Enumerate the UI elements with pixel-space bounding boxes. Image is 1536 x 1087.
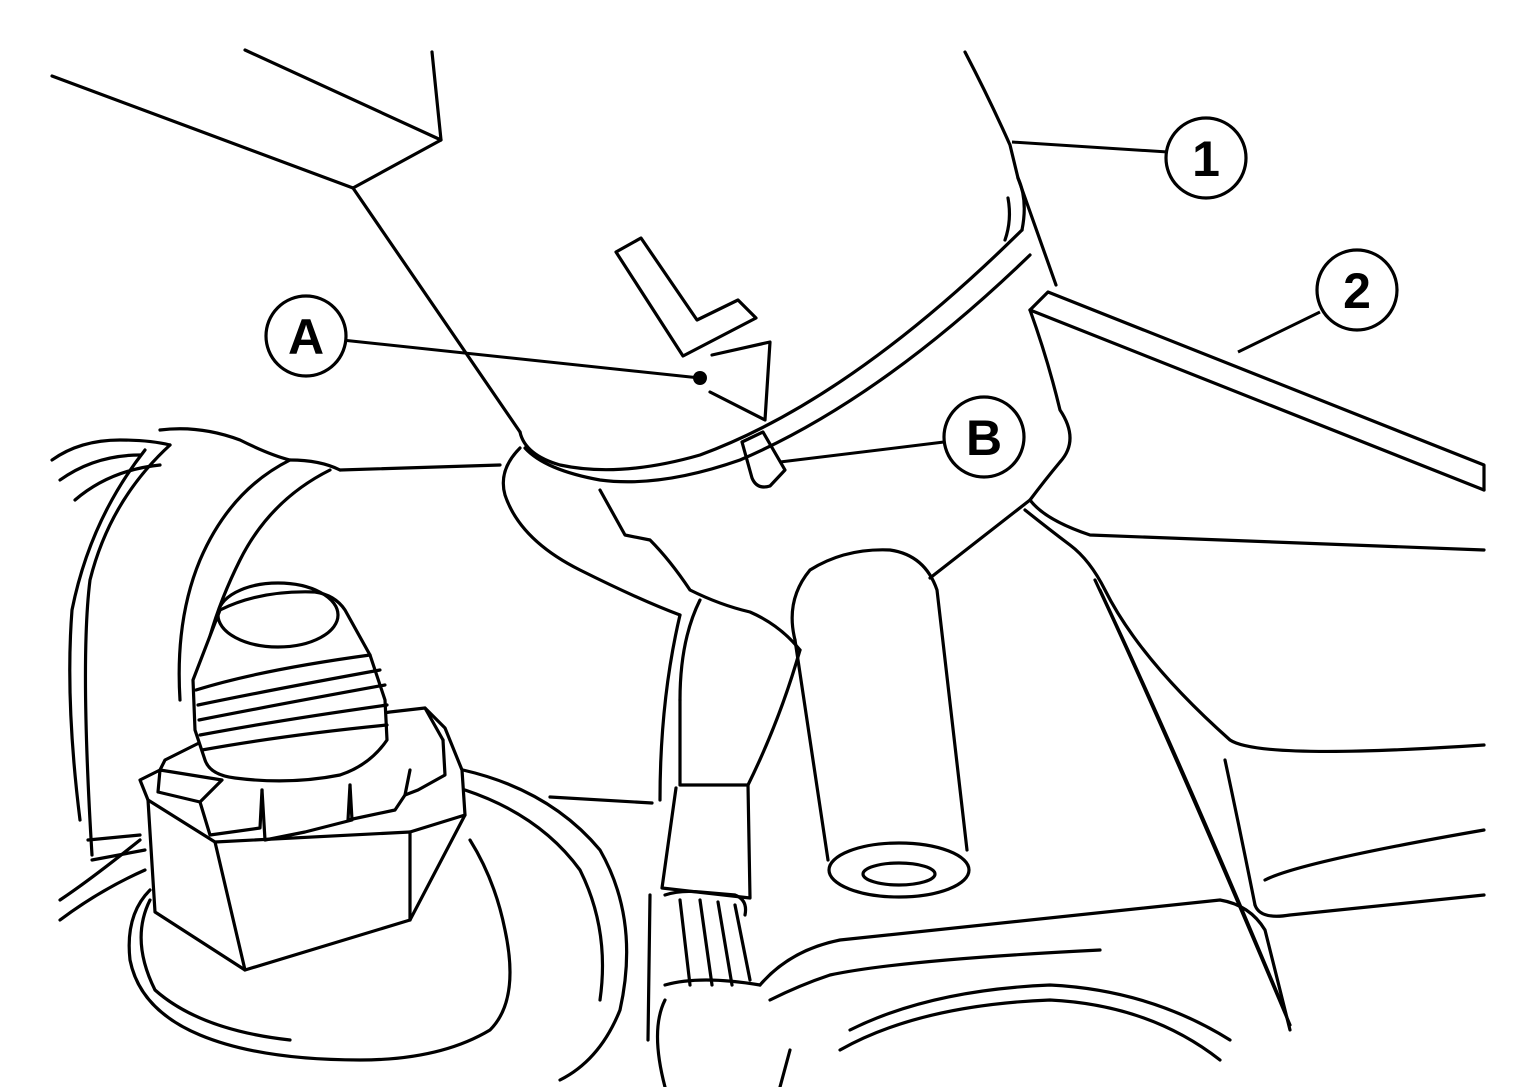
leader-line-b: [779, 440, 945, 464]
leader-dot-a: [693, 371, 707, 385]
callout-label-1: 1: [1192, 131, 1220, 187]
alignment-mark-triangle: [708, 340, 772, 422]
callout-a: A: [264, 294, 348, 378]
leader-line-2: [1237, 310, 1321, 354]
alignment-notch-b: [740, 430, 787, 489]
knuckle-right-side: [928, 498, 1486, 1027]
callout-2: 2: [1315, 248, 1399, 332]
leader-line-1: [1011, 140, 1169, 154]
part-2-bracket: [1028, 290, 1486, 552]
wiring-connector: [646, 889, 1292, 1087]
part-1-collar: [518, 50, 1058, 484]
callout-label-a: A: [288, 309, 324, 365]
leader-line-a: [341, 338, 701, 380]
castle-nut-and-stud: [127, 581, 654, 1082]
alignment-mark-l: [614, 236, 758, 358]
callout-1: 1: [1164, 116, 1248, 200]
callout-b: B: [942, 395, 1026, 479]
cylindrical-boss: [790, 548, 971, 899]
callout-label-2: 2: [1343, 263, 1371, 319]
callout-label-b: B: [966, 410, 1002, 466]
knuckle-center: [501, 446, 802, 900]
upper-housing-outline: [50, 48, 522, 434]
